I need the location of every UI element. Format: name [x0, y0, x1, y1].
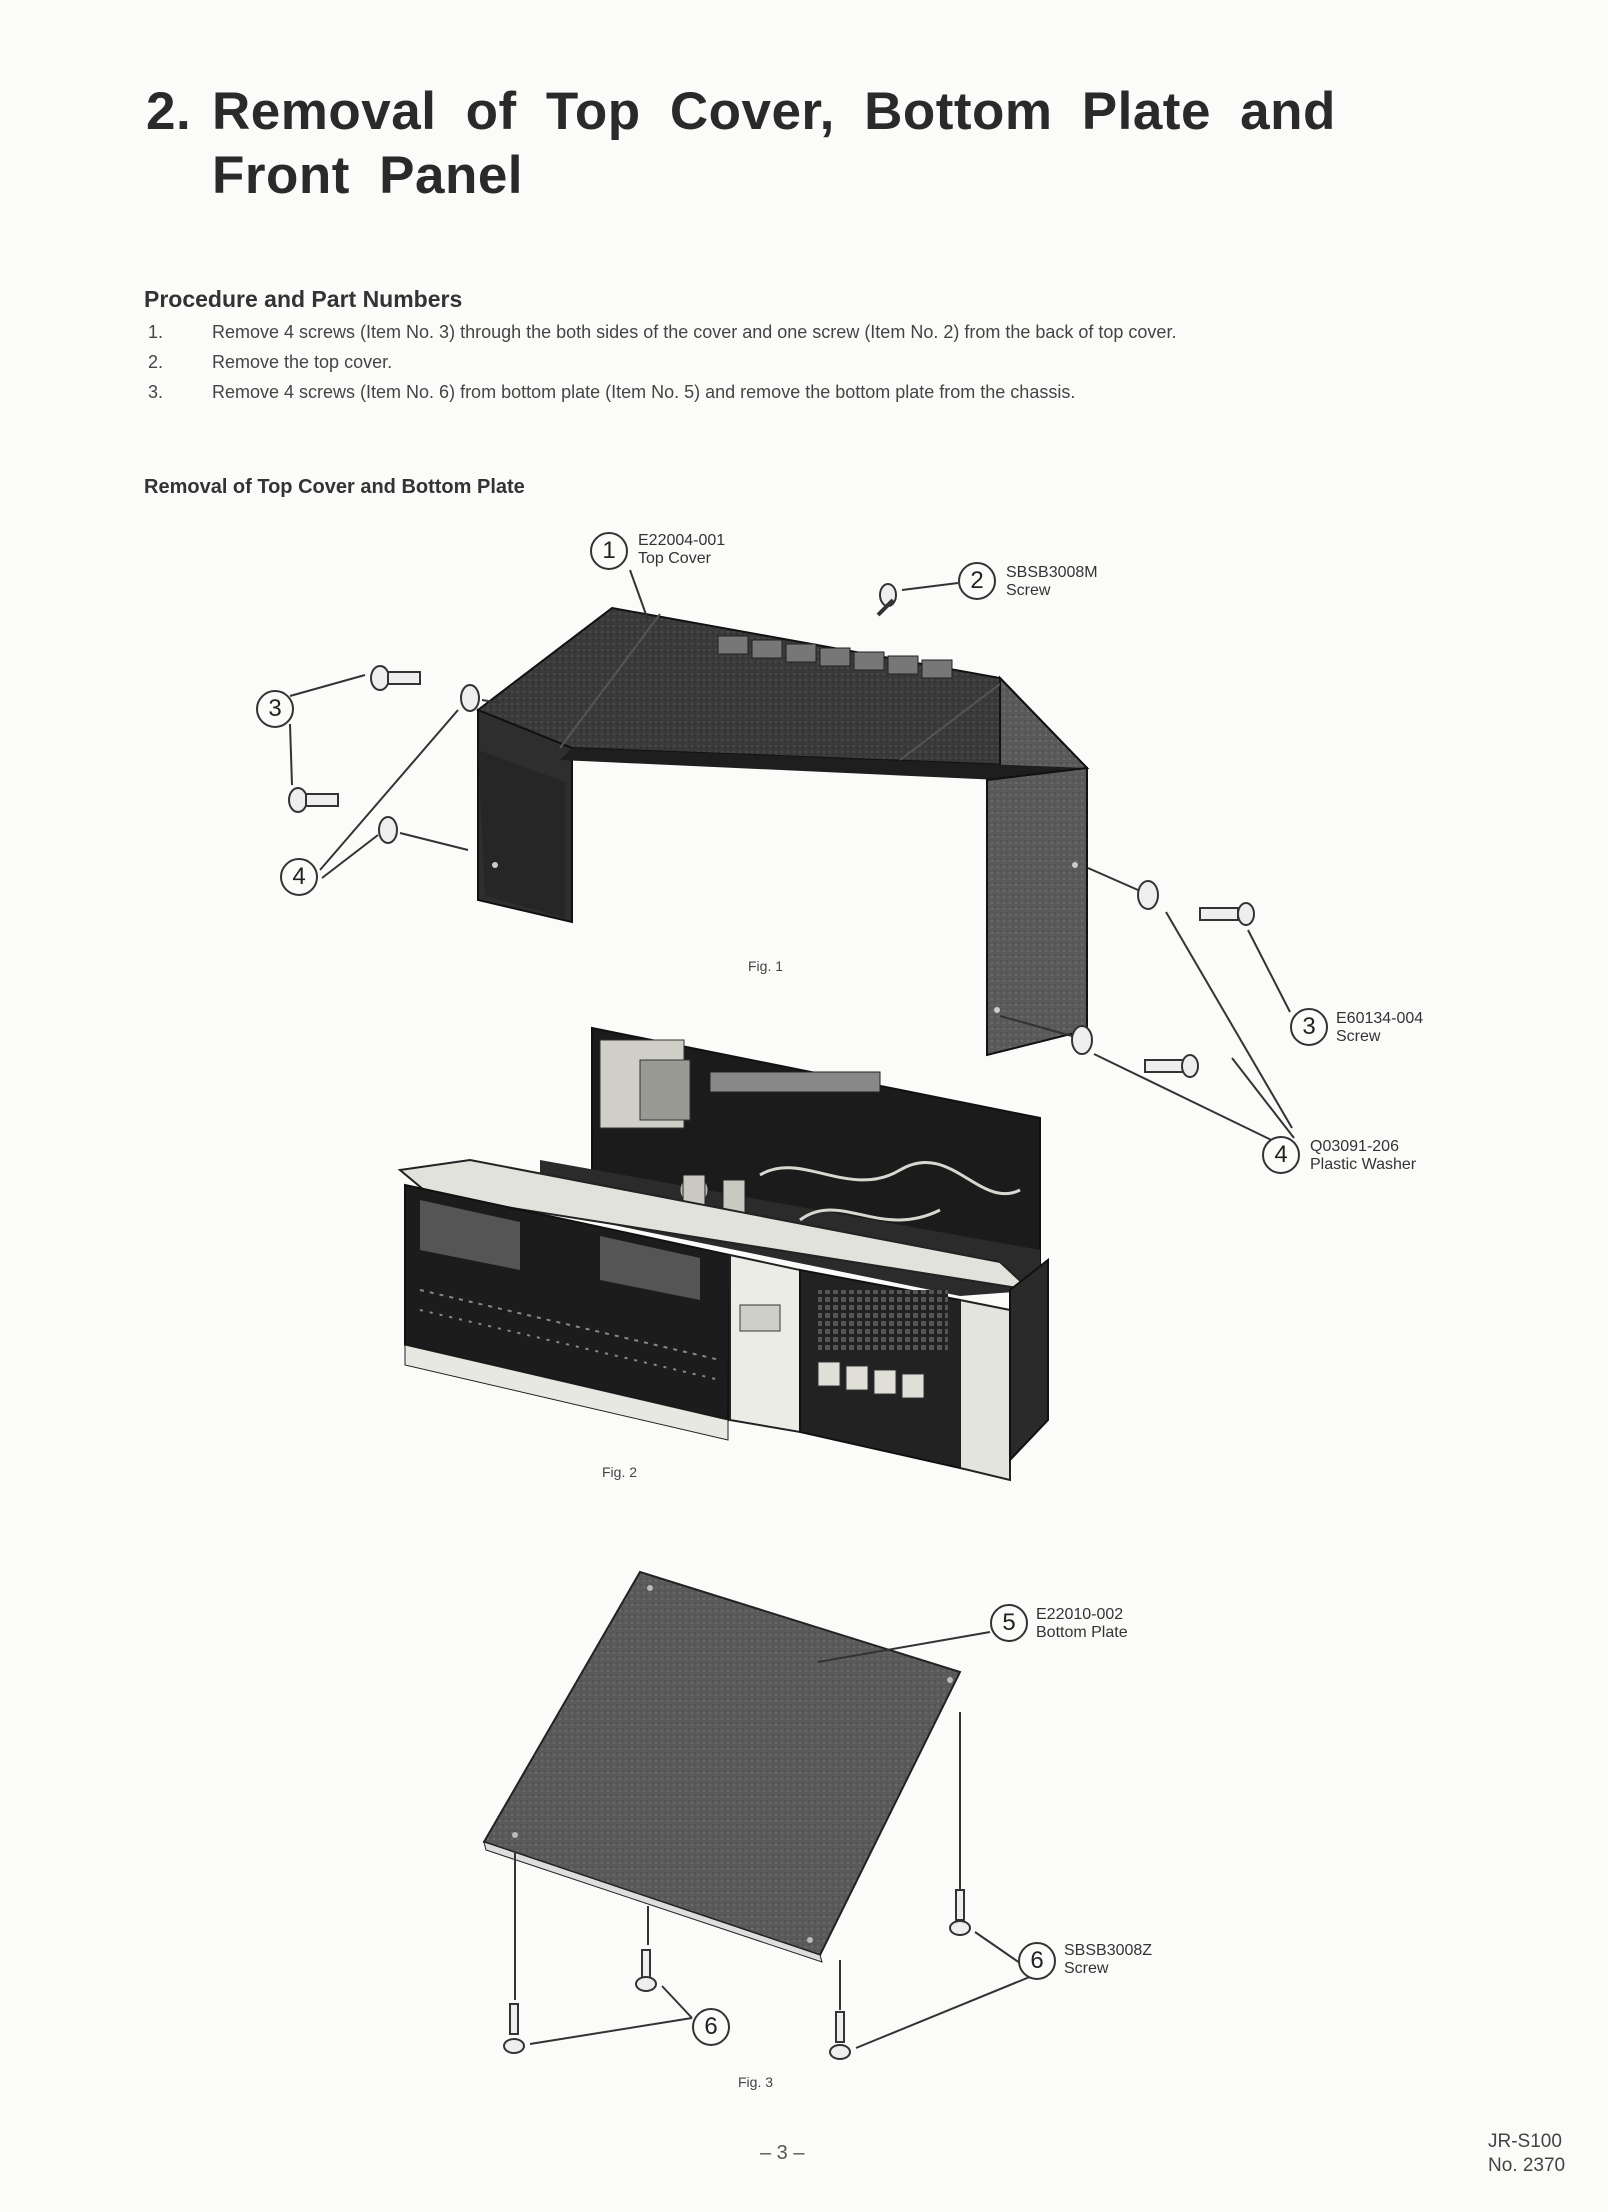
step-number: 2. — [148, 352, 164, 372]
callout-5: 5 — [990, 1604, 1028, 1642]
part-number: SBSB3008M — [1006, 564, 1098, 581]
section-number: 2. — [146, 82, 192, 141]
bottom-plate-drawing — [482, 1570, 991, 1963]
procedure-heading: Procedure and Part Numbers — [144, 286, 463, 312]
callout-6-left: 6 — [692, 2008, 730, 2046]
chassis-drawing — [397, 1026, 1049, 1482]
step-item: 2. Remove the top cover. — [144, 350, 1524, 375]
label-bottom-plate: E22010-002 Bottom Plate — [1036, 1606, 1128, 1642]
title-line-1: Removal of Top Cover, Bottom Plate and — [212, 82, 1336, 141]
part-name: Screw — [1064, 1960, 1109, 1977]
step-number: 1. — [148, 322, 164, 342]
label-plastic-washer: Q03091-206 Plastic Washer — [1310, 1138, 1416, 1174]
figure-subheading: Removal of Top Cover and Bottom Plate — [144, 476, 525, 498]
label-rear-screw: SBSB3008M Screw — [1006, 564, 1098, 600]
part-number: Q03091-206 — [1310, 1138, 1399, 1155]
callout-4-right: 4 — [1262, 1136, 1300, 1174]
model-number: JR-S100 — [1488, 2131, 1562, 2152]
part-name: Screw — [1336, 1028, 1381, 1045]
part-name: Bottom Plate — [1036, 1624, 1128, 1641]
procedure-steps: 1. Remove 4 screws (Item No. 3) through … — [144, 320, 1524, 410]
right-screws-washers — [999, 867, 1295, 1151]
label-side-screw: E60134-004 Screw — [1336, 1010, 1423, 1046]
callout-1: 1 — [590, 532, 628, 570]
callout-3-right: 3 — [1290, 1008, 1328, 1046]
part-number: E22004-001 — [638, 532, 726, 549]
leader-lines — [629, 569, 649, 621]
part-name: Screw — [1006, 582, 1051, 599]
rear-screw — [876, 582, 959, 617]
part-name: Plastic Washer — [1310, 1156, 1417, 1173]
step-text: Remove the top cover. — [212, 352, 393, 372]
label-bottom-screw: SBSB3008Z Screw — [1064, 1942, 1152, 1978]
footer-model-info: JR-S100 No. 2370 — [1488, 2130, 1565, 2178]
fig-3-caption: Fig. 3 — [738, 2074, 774, 2090]
step-item: 3. Remove 4 screws (Item No. 6) from bot… — [144, 380, 1524, 405]
part-number: SBSB3008Z — [1064, 1942, 1153, 1959]
callout-6-right: 6 — [1018, 1942, 1056, 1980]
step-text: Remove 4 screws (Item No. 6) from bottom… — [212, 382, 1076, 402]
callout-3-left: 3 — [256, 690, 294, 728]
part-number: E60134-004 — [1336, 1010, 1424, 1027]
left-screws-washers — [288, 665, 501, 879]
fig-1-caption: Fig. 1 — [748, 958, 784, 974]
step-item: 1. Remove 4 screws (Item No. 3) through … — [144, 320, 1524, 345]
step-number: 3. — [148, 382, 164, 402]
title-line-2: Front Panel — [212, 146, 524, 205]
callout-4-left: 4 — [280, 858, 318, 896]
callout-2: 2 — [958, 562, 996, 600]
part-name: Top Cover — [638, 550, 711, 567]
label-top-cover: E22004-001 Top Cover — [638, 532, 725, 568]
document-number: No. 2370 — [1488, 2155, 1566, 2176]
step-text: Remove 4 screws (Item No. 3) through the… — [212, 322, 1177, 342]
fig-2-caption: Fig. 2 — [602, 1464, 638, 1480]
part-number: E22010-002 — [1036, 1606, 1124, 1623]
page-number: – 3 – — [760, 2142, 805, 2164]
top-cover-drawing — [475, 606, 1090, 1057]
bottom-screws — [503, 1712, 1033, 2060]
